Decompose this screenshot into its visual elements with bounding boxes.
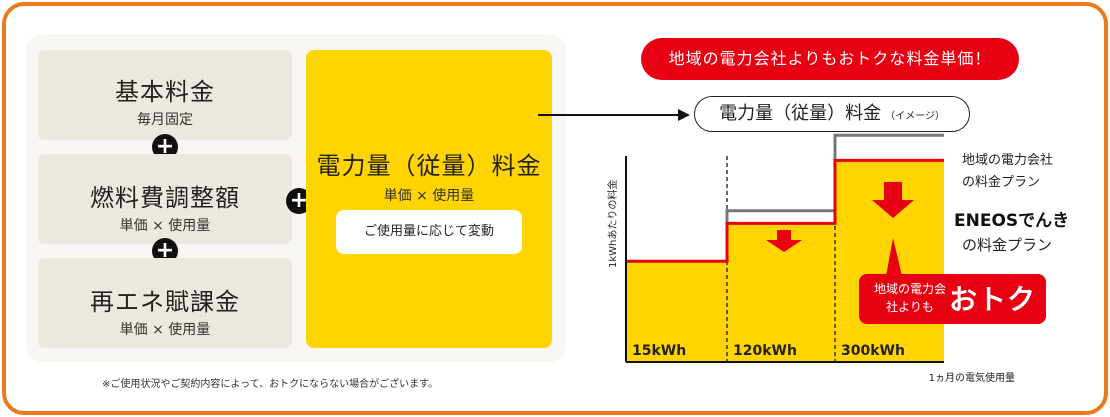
tier-label: 300kWh xyxy=(841,343,905,359)
otoku-callout-main: おトク xyxy=(949,283,1037,316)
connector-arrow-head-icon xyxy=(678,109,690,121)
basic-fee-box: 基本料金 毎月固定 xyxy=(38,50,292,140)
legend-eneos-sub: の料金プラン xyxy=(962,236,1052,254)
x-axis-label: 1ヵ月の電気使用量 xyxy=(929,371,1015,384)
disclaimer-note: ※ご使用状況やご契約内容によって、おトクにならない場合がございます。 xyxy=(102,379,439,390)
usage-vary-label: ご使用量に応じて変動 xyxy=(336,210,522,254)
tier-fill-1 xyxy=(626,261,727,362)
usage-fee-pill: 電力量（従量）料金（イメージ） xyxy=(694,96,970,132)
pill-title: 電力量（従量）料金 xyxy=(719,103,882,124)
otoku-callout-sub: 地域の電力会社よりも xyxy=(873,282,946,314)
y-axis-label: 1kWhあたりの料金 xyxy=(606,180,619,268)
legend-eneos-brand: ENEOSでんき xyxy=(954,211,1069,231)
otoku-callout: 地域の電力会社よりも おトク xyxy=(859,274,1046,324)
tier-label: 15kWh xyxy=(632,343,686,359)
renewable-fee-title: 再エネ賦課金 xyxy=(90,288,240,316)
basic-fee-sub: 毎月固定 xyxy=(137,112,193,128)
legend-regional-line1: 地域の電力会社 xyxy=(962,152,1053,168)
renewable-fee-box: 再エネ賦課金 単価 × 使用量 xyxy=(38,258,292,348)
usage-fee-box: 電力量（従量）料金 単価 × 使用量 ご使用量に応じて変動 xyxy=(306,50,552,348)
fuel-fee-box: 燃料費調整額 単価 × 使用量 xyxy=(38,154,292,244)
tier-label: 120kWh xyxy=(733,343,797,359)
down-arrow-icon xyxy=(766,230,802,252)
pill-image-note: （イメージ） xyxy=(885,111,945,122)
usage-fee-sub: 単価 × 使用量 xyxy=(383,188,475,204)
down-arrow-icon xyxy=(872,182,914,218)
callout-pointer xyxy=(886,238,902,276)
series-line-eneos xyxy=(626,158,944,263)
promo-banner: 地域の電力会社よりもおトクな料金単価！ xyxy=(641,38,1019,80)
legend-regional-line2: の料金プラン xyxy=(962,174,1040,190)
usage-fee-title: 電力量（従量）料金 xyxy=(316,152,542,180)
fuel-fee-title: 燃料費調整額 xyxy=(90,184,240,212)
basic-fee-title: 基本料金 xyxy=(115,78,215,106)
renewable-fee-sub: 単価 × 使用量 xyxy=(119,322,211,338)
fuel-fee-sub: 単価 × 使用量 xyxy=(119,218,211,234)
